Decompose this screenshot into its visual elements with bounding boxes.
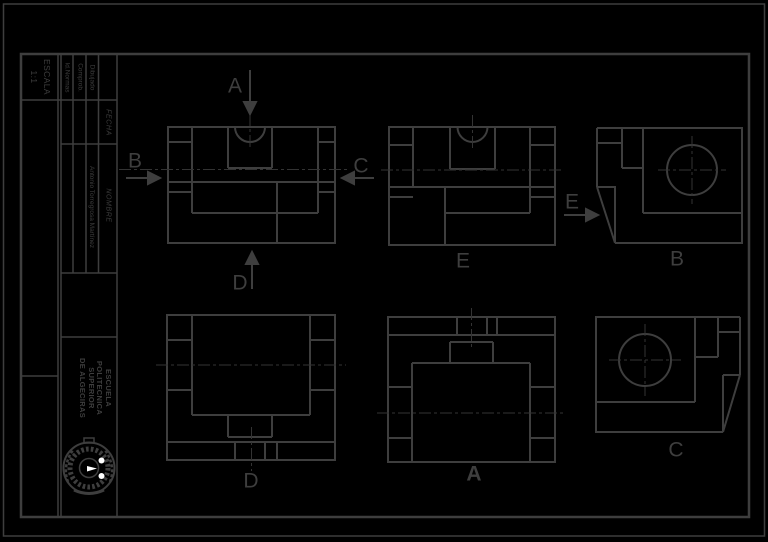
arrow-label-a: A <box>227 74 243 98</box>
title-block-row-dibujado: Dibujado <box>88 64 96 90</box>
title-block-fecha-header: FECHA <box>104 108 111 136</box>
arrow-label-e: E <box>564 190 580 214</box>
view-front <box>119 114 348 244</box>
seal-highlight-dot-bottom <box>98 473 105 479</box>
view-side-b <box>596 127 743 244</box>
title-block-nombre-header: NOMBRE <box>104 187 111 223</box>
school-name-line1: ESCUELA <box>103 369 113 407</box>
direction-arrow-a <box>242 70 258 117</box>
view-caption-c: C <box>668 438 684 462</box>
seal-highlight-dot-top <box>98 457 105 464</box>
view-caption-d: D <box>243 469 259 493</box>
school-name-line3: SUPERIOR <box>86 367 96 409</box>
seal-highlight-arrow <box>87 466 97 472</box>
view-side-c <box>595 316 741 433</box>
view-caption-a: A <box>466 462 482 486</box>
direction-arrow-d <box>244 249 260 289</box>
scale-label: ESCALA <box>42 59 52 95</box>
title-block-row-comprob: Comprob. <box>76 62 83 92</box>
direction-arrow-e <box>564 207 601 223</box>
view-caption-b: B <box>669 247 685 271</box>
outer-border <box>2 3 766 537</box>
school-name-line4: DE ALGECIRAS <box>78 358 87 418</box>
school-name-block: ESCUELA POLITECNICA SUPERIOR DE ALGECIRA… <box>78 338 113 438</box>
arrow-label-c: C <box>353 154 369 178</box>
scale-value: 1:1 <box>29 70 39 84</box>
title-block-row-idnormas: Id.Normas <box>63 62 70 92</box>
direction-arrow-b <box>126 170 163 186</box>
view-caption-e: E <box>455 249 471 273</box>
arrow-label-b: B <box>127 149 143 173</box>
university-seal <box>62 437 116 495</box>
view-bottom-d <box>156 314 346 471</box>
direction-arrow-c <box>339 170 374 186</box>
drawing-frame <box>19 52 751 519</box>
title-block-scale: ESCALA 1:1 <box>27 55 53 99</box>
title-block-author-name: Antonio Torregrosa Martínez <box>88 166 96 248</box>
title-block-grid <box>21 54 118 517</box>
arrow-label-d: D <box>232 271 248 295</box>
view-top-a <box>377 308 566 463</box>
view-rear-e <box>381 115 563 246</box>
